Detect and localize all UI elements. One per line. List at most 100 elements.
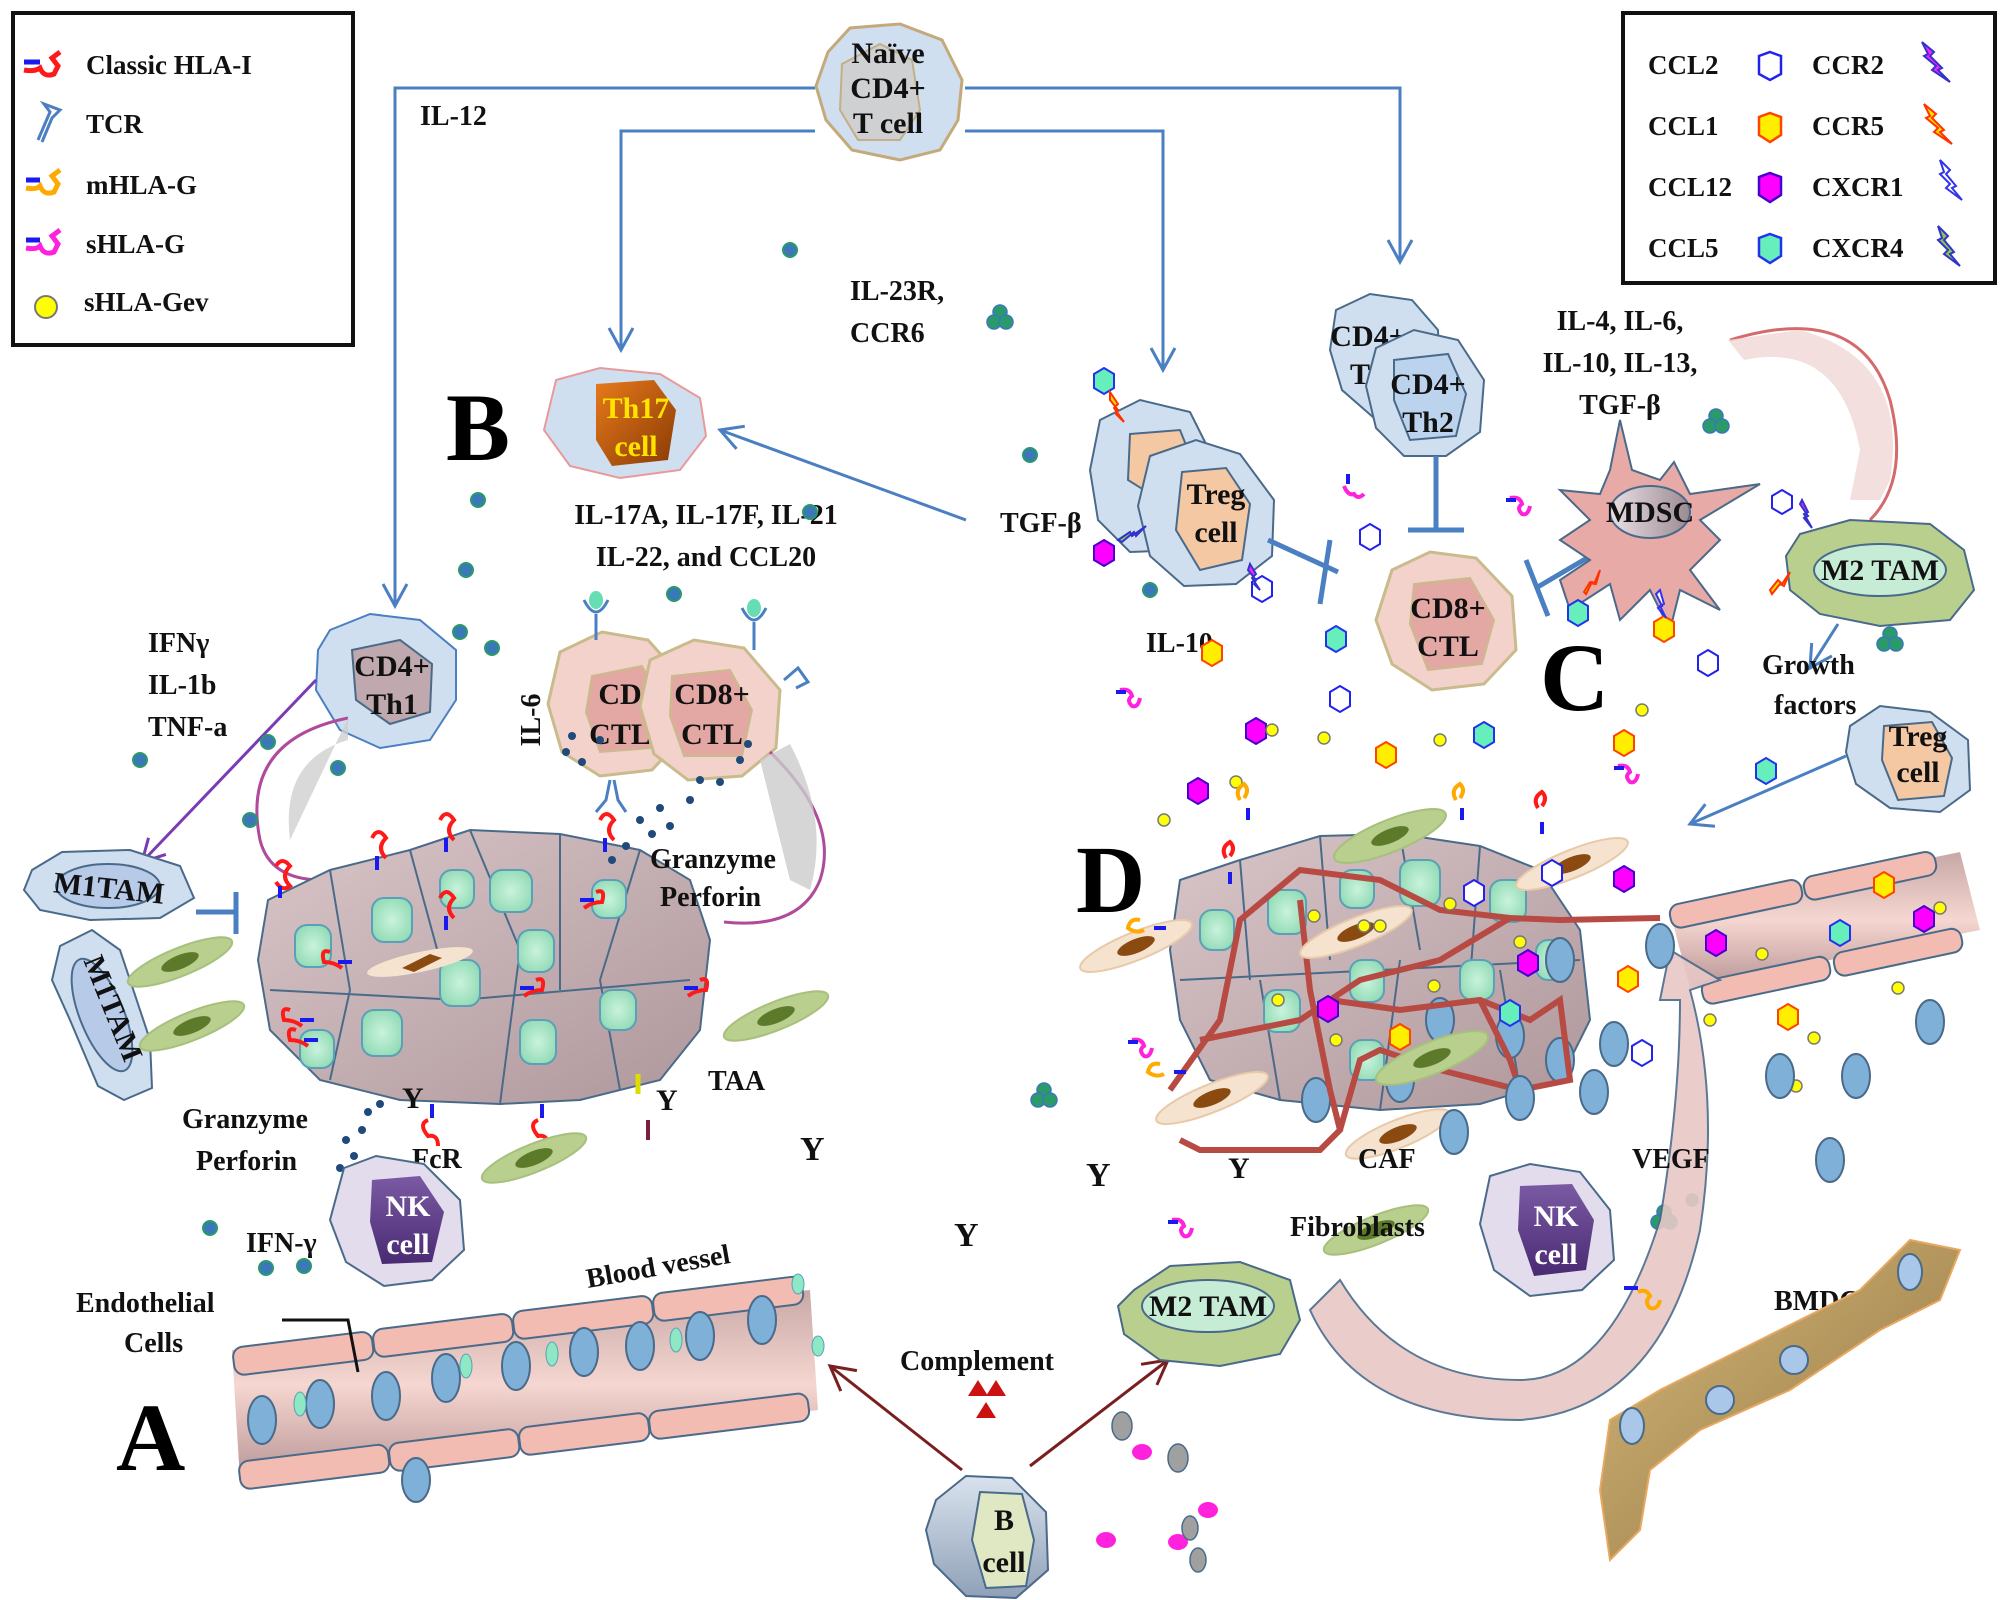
antibody-particles [1096,1411,1218,1573]
ccl1-hexagon-icon [1757,111,1783,144]
endothelial-label-line1: Endothelial [76,1288,215,1319]
m1tam-cell-2[interactable]: M1TAM [50,928,154,1102]
shla-g-markers [1116,474,1662,1311]
chemokine-receptor-bolts [1109,388,1813,619]
naive-cd4-t-cell[interactable]: Naïve CD4+ T cell [814,22,964,162]
naive-cell-label-line3: T cell [853,107,923,140]
classic-hla-i-icon [23,50,62,78]
ccl12-hexagon-icon [1757,171,1783,204]
cytokine-dots [132,242,1158,1276]
panel-label-b: B [446,374,510,481]
panel-label-a: A [116,1384,185,1491]
perforin-label-a: Perforin [196,1146,297,1177]
antibody-y-icon: Y [800,1131,825,1168]
legend-left: Classic HLA-I TCR mHLA-G sHLA-G sHLA-Gev [11,11,355,347]
shla-gev-dots [1157,703,1947,1093]
shla-gev-icon [34,295,58,319]
naive-cell-label-line1: Naïve [851,37,924,70]
m2tam-c-label: M2 TAM [1821,554,1939,587]
curved-arrow-bmdc-to-vessel [1308,948,1723,1422]
legend-label-shla-gev: sHLA-Gev [84,287,209,317]
th1-label-line1: CD4+ [354,650,429,683]
mdsc-cell[interactable]: MDSC [1557,419,1761,633]
il12-label: IL-12 [420,101,487,132]
legend-label-ccl2: CCL2 [1648,50,1719,80]
classic-hla-i-markers-a [274,812,710,1147]
taa-label: TAA [708,1066,766,1097]
tumor-mass-a [256,828,712,1106]
antibody-y-icon: Y [656,1084,678,1117]
treg-d-label-line2: cell [1896,756,1939,789]
endothelial-label-line2: Cells [124,1328,183,1359]
arrow-naive-to-treg [965,129,1177,374]
complement-label: Complement [900,1346,1055,1377]
panel-label-c: C [1540,624,1609,731]
il6-label: IL-6 [516,694,547,747]
growth-factors-line2: factors [1774,690,1857,721]
th2-back-label-line2: T [1350,358,1370,391]
naive-differentiation-arrows [381,86,1414,610]
cd4-th1-cell[interactable]: CD4+ Th1 [314,612,457,750]
mdsc-label: MDSC [1606,496,1694,529]
tcr-icon [36,100,63,143]
legend-label-shla-g: sHLA-G [86,229,185,259]
treg-cell-pair-c[interactable]: Treg cell [1088,398,1276,588]
arrow-th1-to-m1tam [139,678,318,865]
fibroblast-spindles [126,808,1629,1256]
inhibition-m1tam-tumor [196,892,239,934]
ifn-gamma-label: IFN-γ [246,1228,317,1259]
legend-label-cxcr4: CXCR4 [1812,233,1904,263]
endothelial-pointer [282,1318,360,1373]
blood-vessel-d [1668,851,1980,1005]
antibody-y-icon: Y [1086,1157,1111,1194]
nk-d-label-line2: cell [1534,1238,1577,1271]
th1-cytokine-ifng: IFNγ [148,628,209,659]
legend-label-classic-hla-i: Classic HLA-I [86,50,252,80]
treg-c-label-line1: Treg [1187,478,1246,511]
nk-a-label-line1: NK [386,1190,432,1223]
leukocytes-d [1439,923,1945,1183]
b-cell-label-line1: B [994,1504,1014,1537]
th17-cytokines-line1: IL-17A, IL-17F, IL-21 [574,500,837,531]
il23r-label-line1: IL-23R, [850,276,944,307]
mhla-g-icon [25,168,62,196]
granzyme-label-b: Granzyme [650,844,776,875]
b-cell-label-line2: cell [982,1546,1025,1579]
nk-cell-a[interactable]: NK cell [328,1154,466,1288]
legend-label-ccl5: CCL5 [1648,233,1719,263]
cd8-ctl-c-label-line2: CTL [1417,630,1479,663]
granzyme-granules [336,732,752,1172]
b-cell[interactable]: B cell [924,1474,1050,1600]
naive-cell-label-line2: CD4+ [850,72,925,105]
vegf-label: VEGF [1632,1144,1710,1175]
ccr5-bolt-icon [1923,103,1953,145]
granzyme-label-a: Granzyme [182,1104,308,1135]
th17-cell[interactable]: Th17 cell [542,366,708,480]
ccr2-bolt-icon [1921,41,1951,83]
nk-cell-d[interactable]: NK cell [1478,1162,1616,1298]
cd8-ctl-back-line2: CTL [589,718,651,751]
m2tam-cell-c[interactable]: M2 TAM [1784,518,1976,628]
cd8-ctl-c[interactable]: CD8+ CTL [1374,550,1518,692]
arrow-tgf-beta-to-th17 [717,424,967,522]
legend-label-ccl12: CCL12 [1648,172,1732,202]
arrow-naive-to-th17 [607,129,815,354]
m2tam-cell-d[interactable]: M2 TAM [1116,1260,1302,1368]
th1-cytokine-tnfa: TNF-a [148,712,227,743]
complement-triangles [968,1380,1006,1418]
th2-label-line1: CD4+ [1390,368,1465,401]
cd8-ctl-back-line1: CD [598,678,641,711]
arrow-bcell-to-m2tam [1029,1358,1171,1468]
cd4-th2-pair[interactable]: CD4+ T CD4+ Th2 [1328,292,1486,457]
antibody-y-icon: Y [402,1082,424,1115]
cxcr4-bolt-icon [1936,225,1961,267]
ccl5-hexagon-icon [1757,232,1783,265]
treg-cell-d[interactable]: Treg cell [1844,704,1972,814]
receptor-icons [582,591,811,813]
th2-cytokines-line1: IL-4, IL-6, [1557,306,1684,337]
m1tam-cell-1[interactable]: M1TAM [22,848,196,922]
arrow-naive-to-th1 [381,86,815,610]
curved-arrow-mdsc-to-m2tam [1729,327,1899,522]
cxcr1-bolt-icon [1938,159,1963,201]
ccl2-hexagon-icon [1757,50,1783,82]
